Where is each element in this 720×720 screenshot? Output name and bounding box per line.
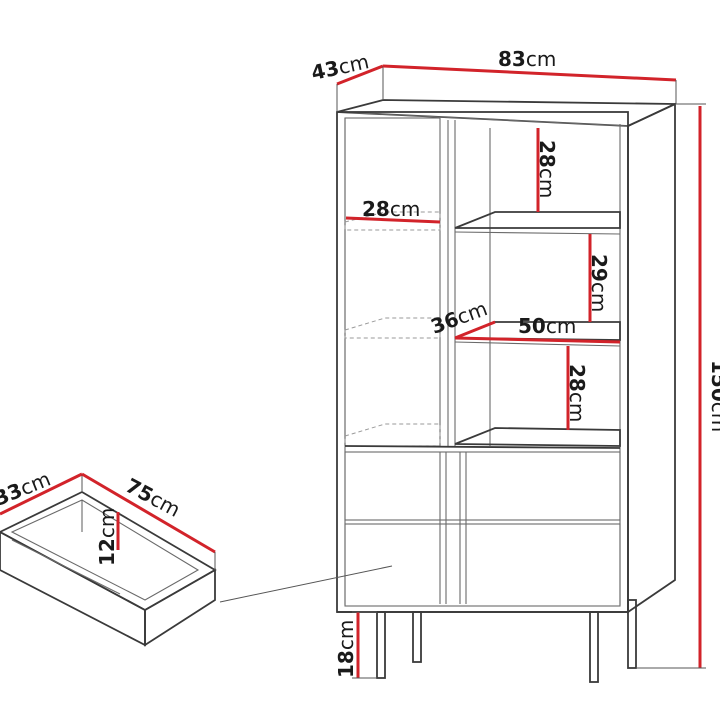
- dim-line-shelf-depth: [454, 320, 496, 340]
- cabinet-side-panel: [627, 102, 676, 614]
- shelf-lower: [454, 427, 621, 447]
- leg-front-left: [376, 611, 386, 679]
- label-cabinet-height: 150cm: [707, 360, 720, 432]
- dim-line-left-shelf-depth: [345, 216, 441, 224]
- label-drawer-height: 12cm: [95, 508, 119, 566]
- label-left-shelf-depth: 28cm: [362, 197, 420, 221]
- label-top-shelf-height: 28cm: [535, 140, 559, 198]
- label-drawer-depth: 33cm: [0, 467, 54, 511]
- shelf-upper: [454, 211, 621, 235]
- label-shelf-depth: 36cm: [428, 296, 491, 339]
- dim-line-cabinet-width: [382, 64, 677, 82]
- drawer-upper-front: [344, 451, 621, 521]
- dim-line-drawer-depth: [0, 472, 83, 516]
- label-low-shelf-height: 28cm: [565, 364, 589, 422]
- dim-line-shelf-width: [454, 336, 621, 344]
- dim-line-cabinet-depth: [336, 64, 384, 86]
- leg-back-left: [412, 611, 422, 663]
- cabinet-top: [336, 99, 676, 127]
- leg-back-right: [627, 599, 637, 669]
- label-cabinet-depth: 43cm: [309, 49, 371, 85]
- cabinet-drawing: [219, 99, 676, 683]
- label-leg-height: 18cm: [334, 620, 358, 678]
- label-mid-shelf-height: 29cm: [587, 254, 611, 312]
- label-shelf-width: 50cm: [518, 314, 576, 338]
- cabinet-front-frame: [336, 111, 629, 613]
- dim-line-drawer-width: [81, 472, 216, 554]
- label-cabinet-width: 83cm: [498, 47, 556, 71]
- leg-front-right: [589, 611, 599, 683]
- drawer-pointer-line: [219, 565, 393, 603]
- glass-door-left: [344, 117, 441, 447]
- drawer-lower-front: [344, 523, 621, 607]
